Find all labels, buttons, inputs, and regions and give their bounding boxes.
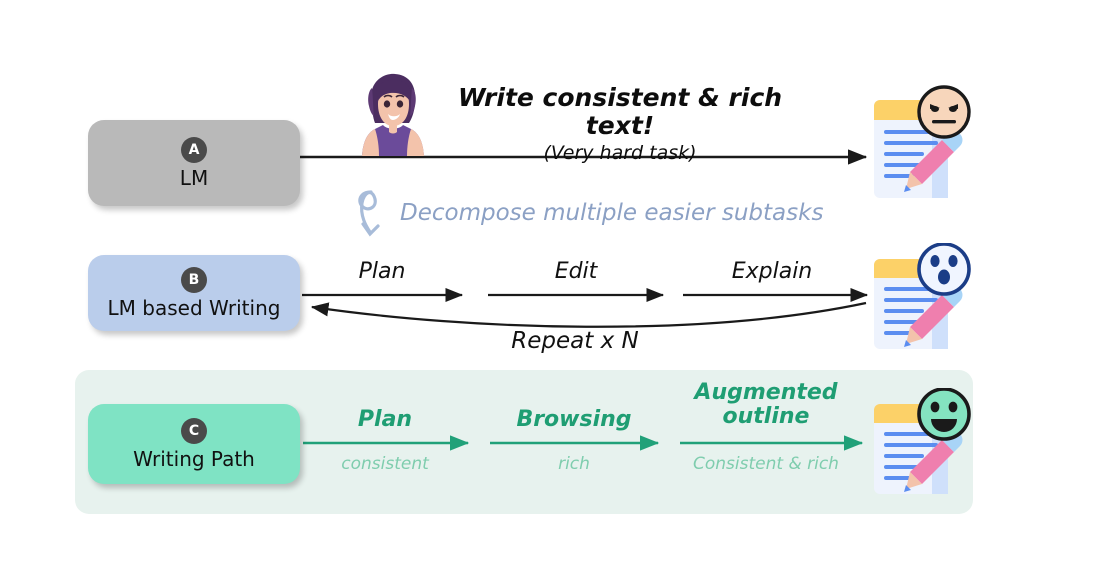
row-b-feedback-arrow (310, 301, 867, 328)
method-label-lm-based-writing: LM based Writing (107, 295, 281, 320)
badge-a: A (181, 136, 207, 163)
document-with-pencil-icon-a (874, 85, 971, 198)
method-box-writing-path[interactable]: C Writing Path (88, 404, 300, 484)
headline-sub: (Very hard task) (543, 142, 697, 164)
step-label-browsing: Browsing (516, 407, 632, 432)
badge-b: B (181, 266, 207, 293)
method-label-lm: LM (179, 165, 209, 190)
sub-label-consistent: consistent (341, 454, 429, 474)
headline-main: Write consistent & rich text! (457, 83, 783, 140)
woman-avatar-icon (362, 73, 424, 156)
method-box-lm-based-writing[interactable]: B LM based Writing (88, 255, 300, 331)
repeat-label: Repeat x N (511, 328, 639, 354)
badge-c: C (181, 417, 207, 444)
step-label-plan-c: Plan (357, 407, 413, 432)
step-label-plan-b: Plan (358, 259, 406, 284)
sub-label-consistent-rich: Consistent & rich (693, 454, 839, 474)
sub-label-rich: rich (558, 454, 590, 474)
step-label-explain-b: Explain (731, 259, 813, 284)
method-label-writing-path: Writing Path (133, 446, 255, 471)
step-label-edit-b: Edit (554, 259, 598, 284)
document-with-pencil-icon-b (874, 243, 971, 349)
step-label-augmented-outline: Augmented outline (694, 380, 838, 430)
curved-down-arrow-icon (358, 190, 380, 237)
row-a-headline: Write consistent & rich text! (Very hard… (420, 84, 820, 164)
decompose-label: Decompose multiple easier subtasks (400, 200, 824, 226)
document-with-pencil-icon-c (874, 388, 971, 494)
method-box-lm[interactable]: A LM (88, 120, 300, 206)
